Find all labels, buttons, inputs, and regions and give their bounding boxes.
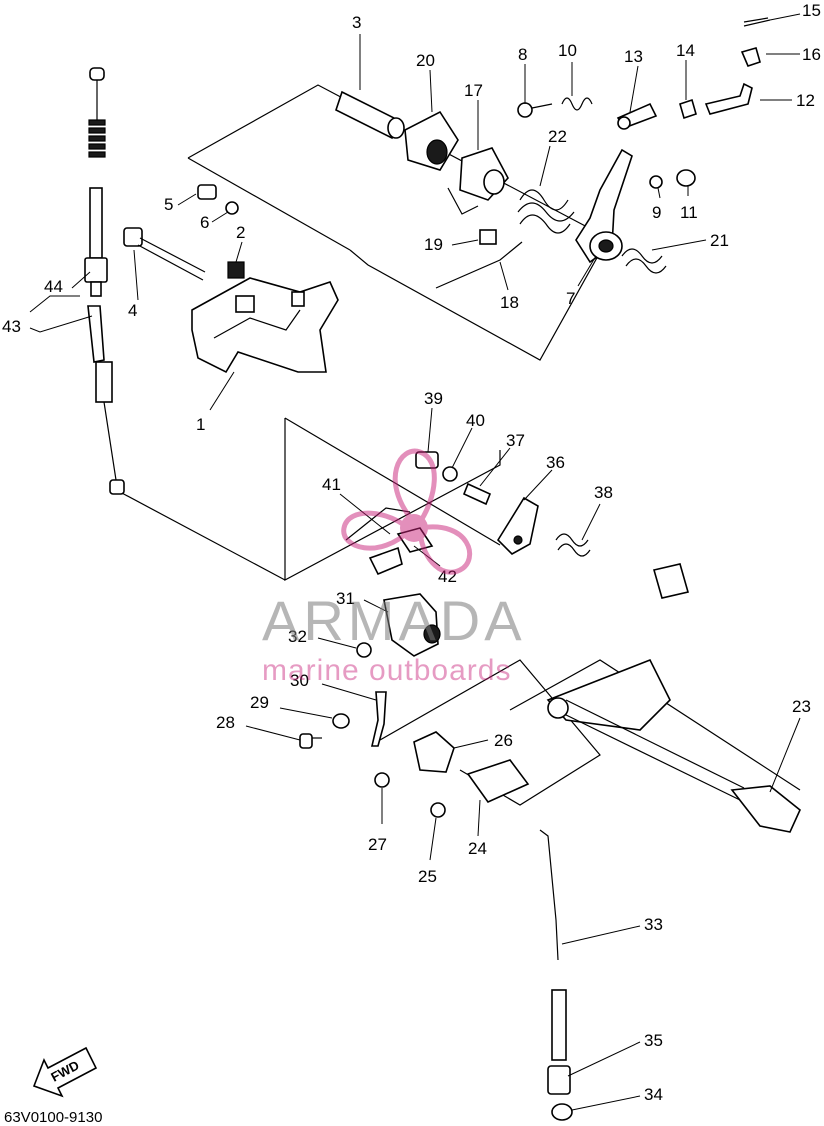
joint-12 — [704, 82, 753, 115]
bush-11 — [676, 169, 696, 187]
callout-30: 30 — [290, 671, 309, 690]
link-36 — [496, 496, 539, 555]
callout-35: 35 — [644, 1031, 663, 1050]
watermark-tagline: marine outboards — [262, 654, 511, 687]
callout-11: 11 — [680, 203, 698, 222]
callout-32: 32 — [288, 627, 307, 646]
callout-8: 8 — [518, 45, 527, 64]
screw-32 — [356, 642, 372, 658]
callout-20: 20 — [416, 51, 435, 70]
washer-29 — [332, 713, 350, 729]
callout-33: 33 — [644, 915, 663, 934]
fwd-arrow: FWD — [32, 1046, 98, 1098]
clip-19 — [479, 229, 497, 245]
callout-22: 22 — [548, 127, 567, 146]
callout-31: 31 — [336, 589, 355, 608]
callout-26: 26 — [494, 731, 513, 750]
callout-15: 15 — [802, 1, 821, 20]
nut-14 — [679, 98, 697, 120]
nut-35 — [547, 1065, 571, 1095]
callout-29: 29 — [250, 693, 269, 712]
callout-16: 16 — [802, 45, 821, 64]
collar-2 — [227, 261, 245, 279]
lever-13 — [616, 102, 658, 130]
callout-24: 24 — [468, 839, 487, 858]
rod-18 — [435, 241, 523, 289]
callout-38: 38 — [594, 483, 613, 502]
callout-6: 6 — [200, 213, 209, 232]
screw-27 — [374, 772, 390, 788]
collar-3 — [335, 90, 405, 140]
bracket-1 — [191, 277, 339, 374]
callout-21: 21 — [710, 231, 729, 250]
leader-lines — [29, 13, 801, 1111]
bolt-4 — [123, 227, 206, 281]
callout-40: 40 — [466, 411, 485, 430]
watermark-brand: ARMADA — [262, 589, 526, 652]
callout-10: 10 — [558, 41, 577, 60]
bracket-31 — [383, 593, 441, 657]
callout-27: 27 — [368, 835, 387, 854]
spring-10 — [561, 97, 593, 111]
throttle-cable — [84, 67, 125, 495]
bracket-26 — [413, 731, 455, 773]
rod-33 — [539, 829, 567, 1061]
armada-watermark: ARMADA marine outboards — [262, 448, 526, 687]
spring-38 — [555, 533, 591, 557]
callout-2: 2 — [236, 223, 245, 242]
shift-arm-23 — [546, 563, 801, 833]
propeller-logo — [341, 448, 472, 575]
callout-23: 23 — [792, 697, 811, 716]
cam-20 — [404, 110, 459, 171]
callout-1: 1 — [196, 415, 205, 434]
link-41 — [345, 507, 411, 576]
washer-9 — [649, 175, 663, 189]
callout-17: 17 — [464, 81, 483, 100]
callout-14: 14 — [676, 41, 695, 60]
callout-9: 9 — [652, 203, 661, 222]
callouts: 3 20 17 8 10 13 14 12 16 15 22 5 6 2 4 1… — [2, 1, 821, 1104]
callout-13: 13 — [624, 47, 643, 66]
callout-25: 25 — [418, 867, 437, 886]
callout-44: 44 — [44, 277, 63, 296]
washer-6 — [225, 201, 239, 215]
callout-41: 41 — [322, 475, 341, 494]
clip-15 — [743, 17, 771, 27]
callout-37: 37 — [506, 431, 525, 450]
assembly-outlines — [119, 84, 801, 806]
screw-25 — [430, 802, 446, 818]
callout-39: 39 — [424, 389, 443, 408]
collar-37 — [462, 482, 492, 506]
bolt-5 — [197, 184, 217, 200]
lever-7 — [575, 148, 633, 264]
cam-17 — [447, 147, 509, 215]
callout-12: 12 — [796, 91, 815, 110]
callout-5: 5 — [164, 195, 173, 214]
clip-16 — [740, 47, 761, 67]
callout-36: 36 — [546, 453, 565, 472]
callout-18: 18 — [500, 293, 519, 312]
bolt-28 — [299, 733, 322, 749]
diagram-code: 63V0100-9130 — [4, 1109, 102, 1126]
plate-30 — [370, 691, 387, 747]
washer-40 — [442, 466, 458, 482]
washer-34 — [551, 1103, 573, 1121]
spring-21 — [621, 248, 667, 274]
callout-4: 4 — [128, 301, 137, 320]
callout-43: 43 — [2, 317, 21, 336]
bracket-24 — [466, 759, 530, 803]
callout-3: 3 — [352, 13, 361, 32]
callout-28: 28 — [216, 713, 235, 732]
callout-19: 19 — [424, 235, 443, 254]
screw-8 — [517, 102, 553, 118]
callout-34: 34 — [644, 1085, 663, 1104]
spring-22 — [517, 189, 575, 234]
callout-7: 7 — [566, 289, 575, 308]
